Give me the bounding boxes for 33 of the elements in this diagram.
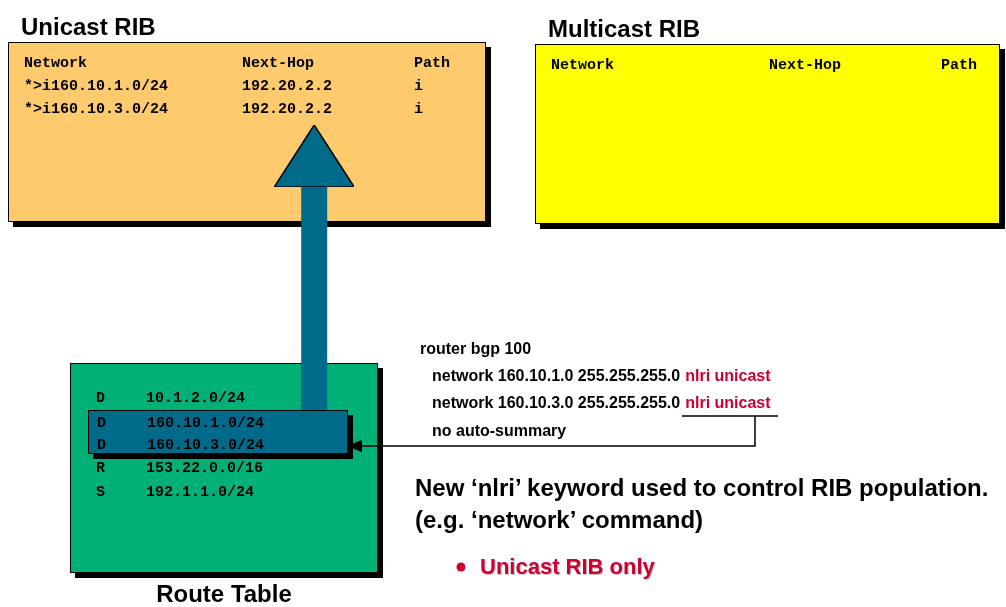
next-hop-address: 192.20.2.2 <box>242 101 332 119</box>
config-keyword: nlri unicast <box>685 367 771 384</box>
table-title: Multicast RIB <box>548 15 700 43</box>
route-code: S <box>96 484 105 502</box>
path-code: i <box>414 101 423 119</box>
path-code: i <box>414 78 423 96</box>
network-prefix: *>i160.10.1.0/24 <box>24 78 169 96</box>
config-keyword: nlri unicast <box>685 394 771 411</box>
config-command: network 160.10.3.0 255.255.255.0 <box>432 394 681 411</box>
column-header: Path <box>414 55 450 73</box>
network-prefix: *>i160.10.3.0/24 <box>24 101 169 119</box>
column-header: Path <box>941 57 977 75</box>
note-text: New ‘nlri’ keyword used to control RIB population. (e.g. ‘network’ command) <box>415 473 990 535</box>
bullet-text: Unicast RIB only <box>480 553 655 581</box>
route-code: D <box>97 415 106 433</box>
column-header: Next-Hop <box>242 55 314 73</box>
network-prefix: 160.10.3.0/24 <box>147 437 265 455</box>
config-command: network 160.10.1.0 255.255.255.0 <box>432 367 681 384</box>
network-prefix: 10.1.2.0/24 <box>146 390 246 408</box>
next-hop-address: 192.20.2.2 <box>242 78 332 96</box>
table-title: Unicast RIB <box>21 13 156 41</box>
config-command: no auto-summary <box>432 422 567 439</box>
column-header: Network <box>24 55 87 73</box>
config-command: router bgp 100 <box>420 340 532 357</box>
column-header: Next-Hop <box>769 57 841 75</box>
route-code: D <box>97 437 106 455</box>
network-prefix: 192.1.1.0/24 <box>146 484 255 502</box>
route-code: D <box>96 390 105 408</box>
table-title: Route Table <box>155 580 293 607</box>
column-header: Network <box>551 57 614 75</box>
network-prefix: 160.10.1.0/24 <box>147 415 265 433</box>
route-code: R <box>96 460 105 478</box>
network-prefix: 153.22.0.0/16 <box>146 460 264 478</box>
